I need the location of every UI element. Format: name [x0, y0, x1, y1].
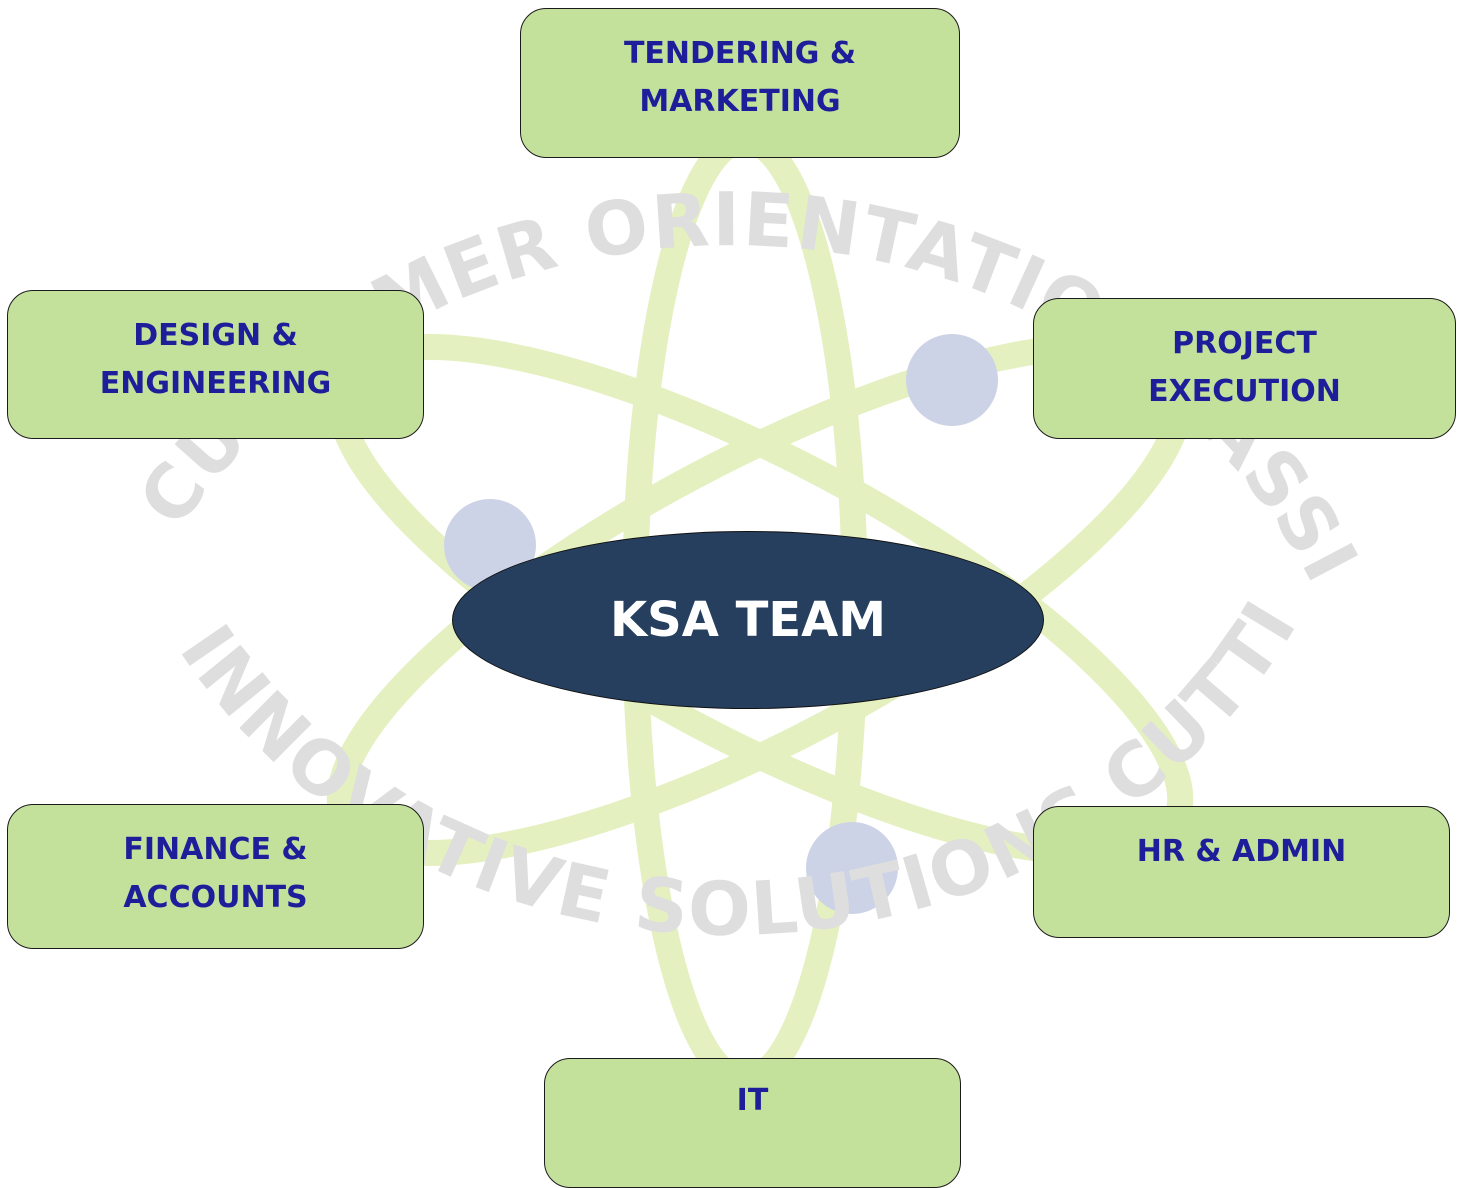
dept-box-project: PROJECT EXECUTION	[1033, 298, 1456, 439]
dept-label-line: MARKETING	[639, 84, 841, 119]
center-label: KSA TEAM	[609, 592, 887, 648]
dept-label-line: ENGINEERING	[99, 366, 332, 401]
dept-box-finance: FINANCE & ACCOUNTS	[7, 804, 424, 949]
dept-label-line: HR & ADMIN	[1136, 834, 1347, 869]
dept-label-line: EXECUTION	[1148, 374, 1341, 409]
center-node-ksa-team: KSA TEAM	[452, 531, 1044, 709]
atom-nucleus-3	[806, 822, 898, 914]
dept-box-it: IT	[544, 1058, 961, 1188]
dept-label-line: PROJECT	[1172, 326, 1317, 361]
dept-box-tendering: TENDERING & MARKETING	[520, 8, 960, 158]
dept-label-line: DESIGN &	[133, 318, 298, 353]
dept-box-design: DESIGN & ENGINEERING	[7, 290, 424, 439]
dept-box-hr: HR & ADMIN	[1033, 806, 1450, 938]
dept-label-line: IT	[736, 1083, 769, 1118]
dept-label-line: FINANCE &	[123, 832, 308, 867]
atom-nucleus-1	[906, 334, 998, 426]
dept-label-line: TENDERING &	[623, 36, 857, 71]
dept-label-line: ACCOUNTS	[123, 880, 308, 915]
